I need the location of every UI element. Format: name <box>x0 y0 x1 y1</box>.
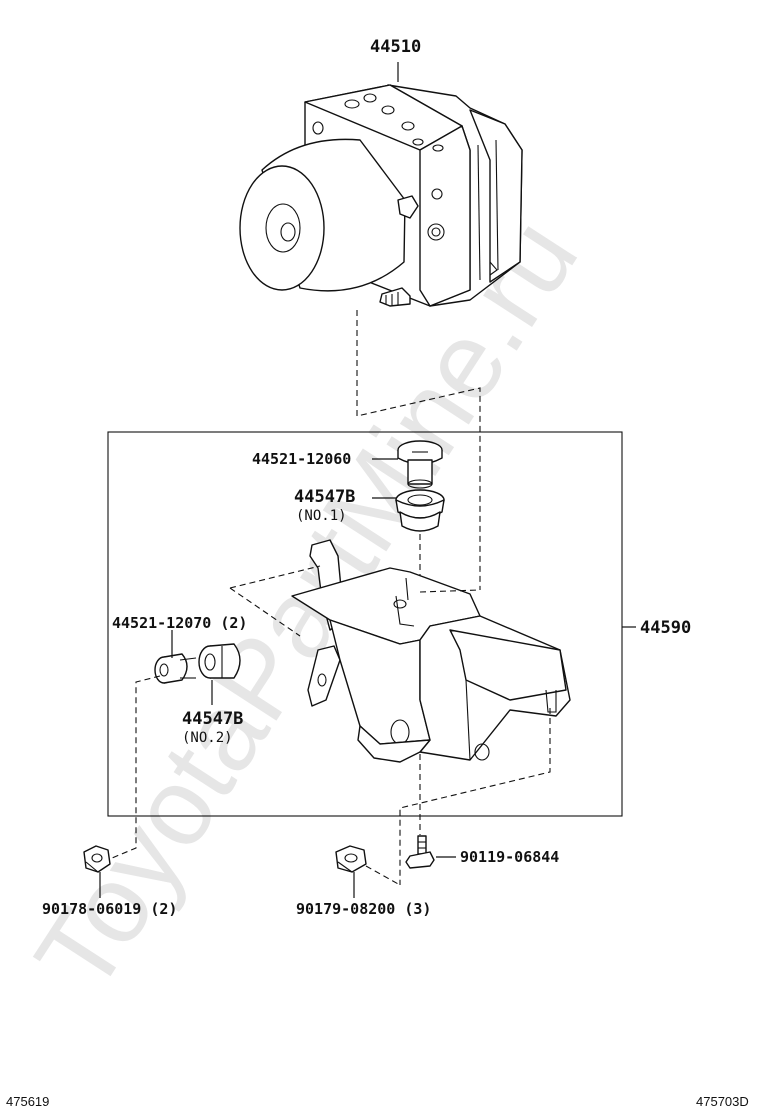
footer-left-code: 475619 <box>6 1094 49 1109</box>
label-44547b-no2: 44547B <box>182 709 243 729</box>
assembly-box <box>107 431 623 817</box>
label-44510: 44510 <box>370 37 421 57</box>
bolt-44521-12060 <box>397 440 443 489</box>
nut-90179-08200 <box>335 845 367 873</box>
label-no2: (NO.2) <box>182 730 233 746</box>
bracket-body <box>291 539 571 763</box>
cushion-no2 <box>198 643 241 679</box>
abs-actuator <box>239 84 523 307</box>
bolt-90119-06844 <box>405 835 435 869</box>
label-90178-06019: 90178-06019 (2) <box>42 900 177 918</box>
label-44521-12060: 44521-12060 <box>252 450 351 468</box>
label-44590: 44590 <box>640 618 691 638</box>
nut-90178-06019 <box>83 845 111 873</box>
label-44521-12070: 44521-12070 (2) <box>112 614 247 632</box>
label-90179-08200: 90179-08200 (3) <box>296 900 431 918</box>
label-44547b-no1: 44547B <box>294 487 355 507</box>
label-90119-06844: 90119-06844 <box>460 848 559 866</box>
footer-right-code: 475703D <box>696 1094 749 1109</box>
cushion-no1 <box>395 489 445 532</box>
label-no1: (NO.1) <box>296 508 347 524</box>
